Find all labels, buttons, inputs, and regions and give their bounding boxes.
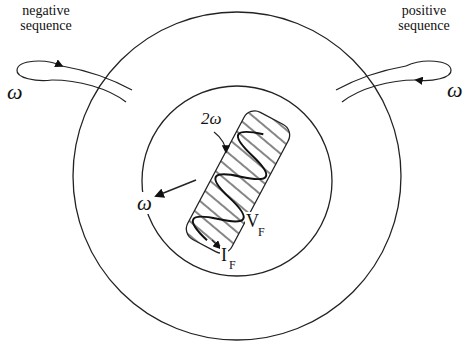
stator-inner: [142, 86, 332, 276]
field-frequency: 2ω: [200, 110, 223, 128]
sequence-label: negative sequence: [6, 4, 86, 33]
rotor-speed: ω: [136, 192, 153, 214]
current-symbol: I: [220, 246, 228, 265]
positive-sequence-loop: [336, 61, 451, 102]
rotation-arrow: [156, 180, 196, 196]
subscript: F: [228, 259, 237, 272]
frequency-symbol: ω: [6, 80, 24, 103]
rotor: [182, 107, 294, 258]
stator-outer: [73, 12, 401, 340]
negative-sequence-loop: [17, 61, 132, 102]
current-arrow: [212, 240, 220, 248]
sequence-label: positive sequence: [384, 4, 464, 33]
field-frequency-arrow: [214, 132, 226, 152]
frequency-symbol: ω: [446, 78, 464, 101]
subscript: F: [257, 226, 266, 239]
